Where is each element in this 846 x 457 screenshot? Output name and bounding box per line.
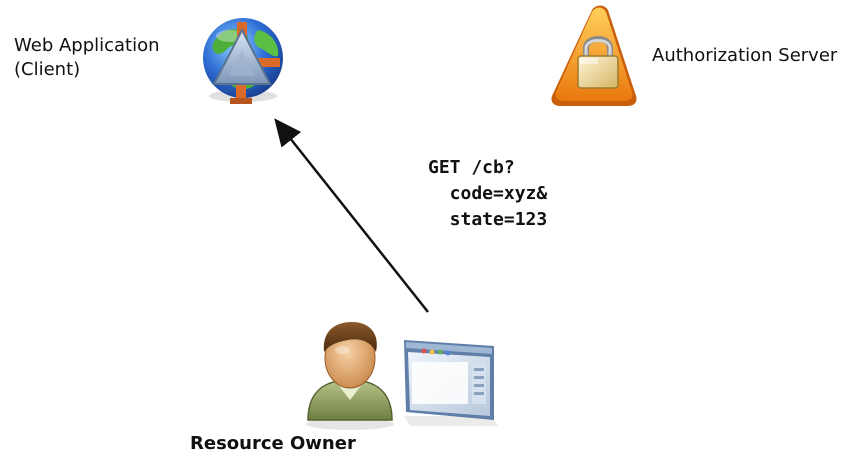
request-line-2: code=xyz&	[428, 183, 548, 204]
lock-warning-icon	[551, 5, 637, 106]
client-label-line2: (Client)	[14, 59, 81, 80]
redirect-arrow	[274, 118, 429, 313]
user-icon	[306, 322, 394, 430]
callback-request: GET /cb? code=xyz& state=123	[428, 155, 547, 233]
resource-owner-label: Resource Owner	[190, 433, 356, 454]
client-label-line1: Web Application	[14, 35, 160, 56]
browser-window-icon	[404, 340, 498, 426]
request-line-3: state=123	[428, 209, 548, 230]
client-label: Web Application (Client)	[14, 34, 160, 82]
request-line-1: GET /cb?	[428, 157, 515, 178]
authorization-server-label: Authorization Server	[652, 45, 838, 66]
globe-app-icon	[203, 18, 283, 104]
